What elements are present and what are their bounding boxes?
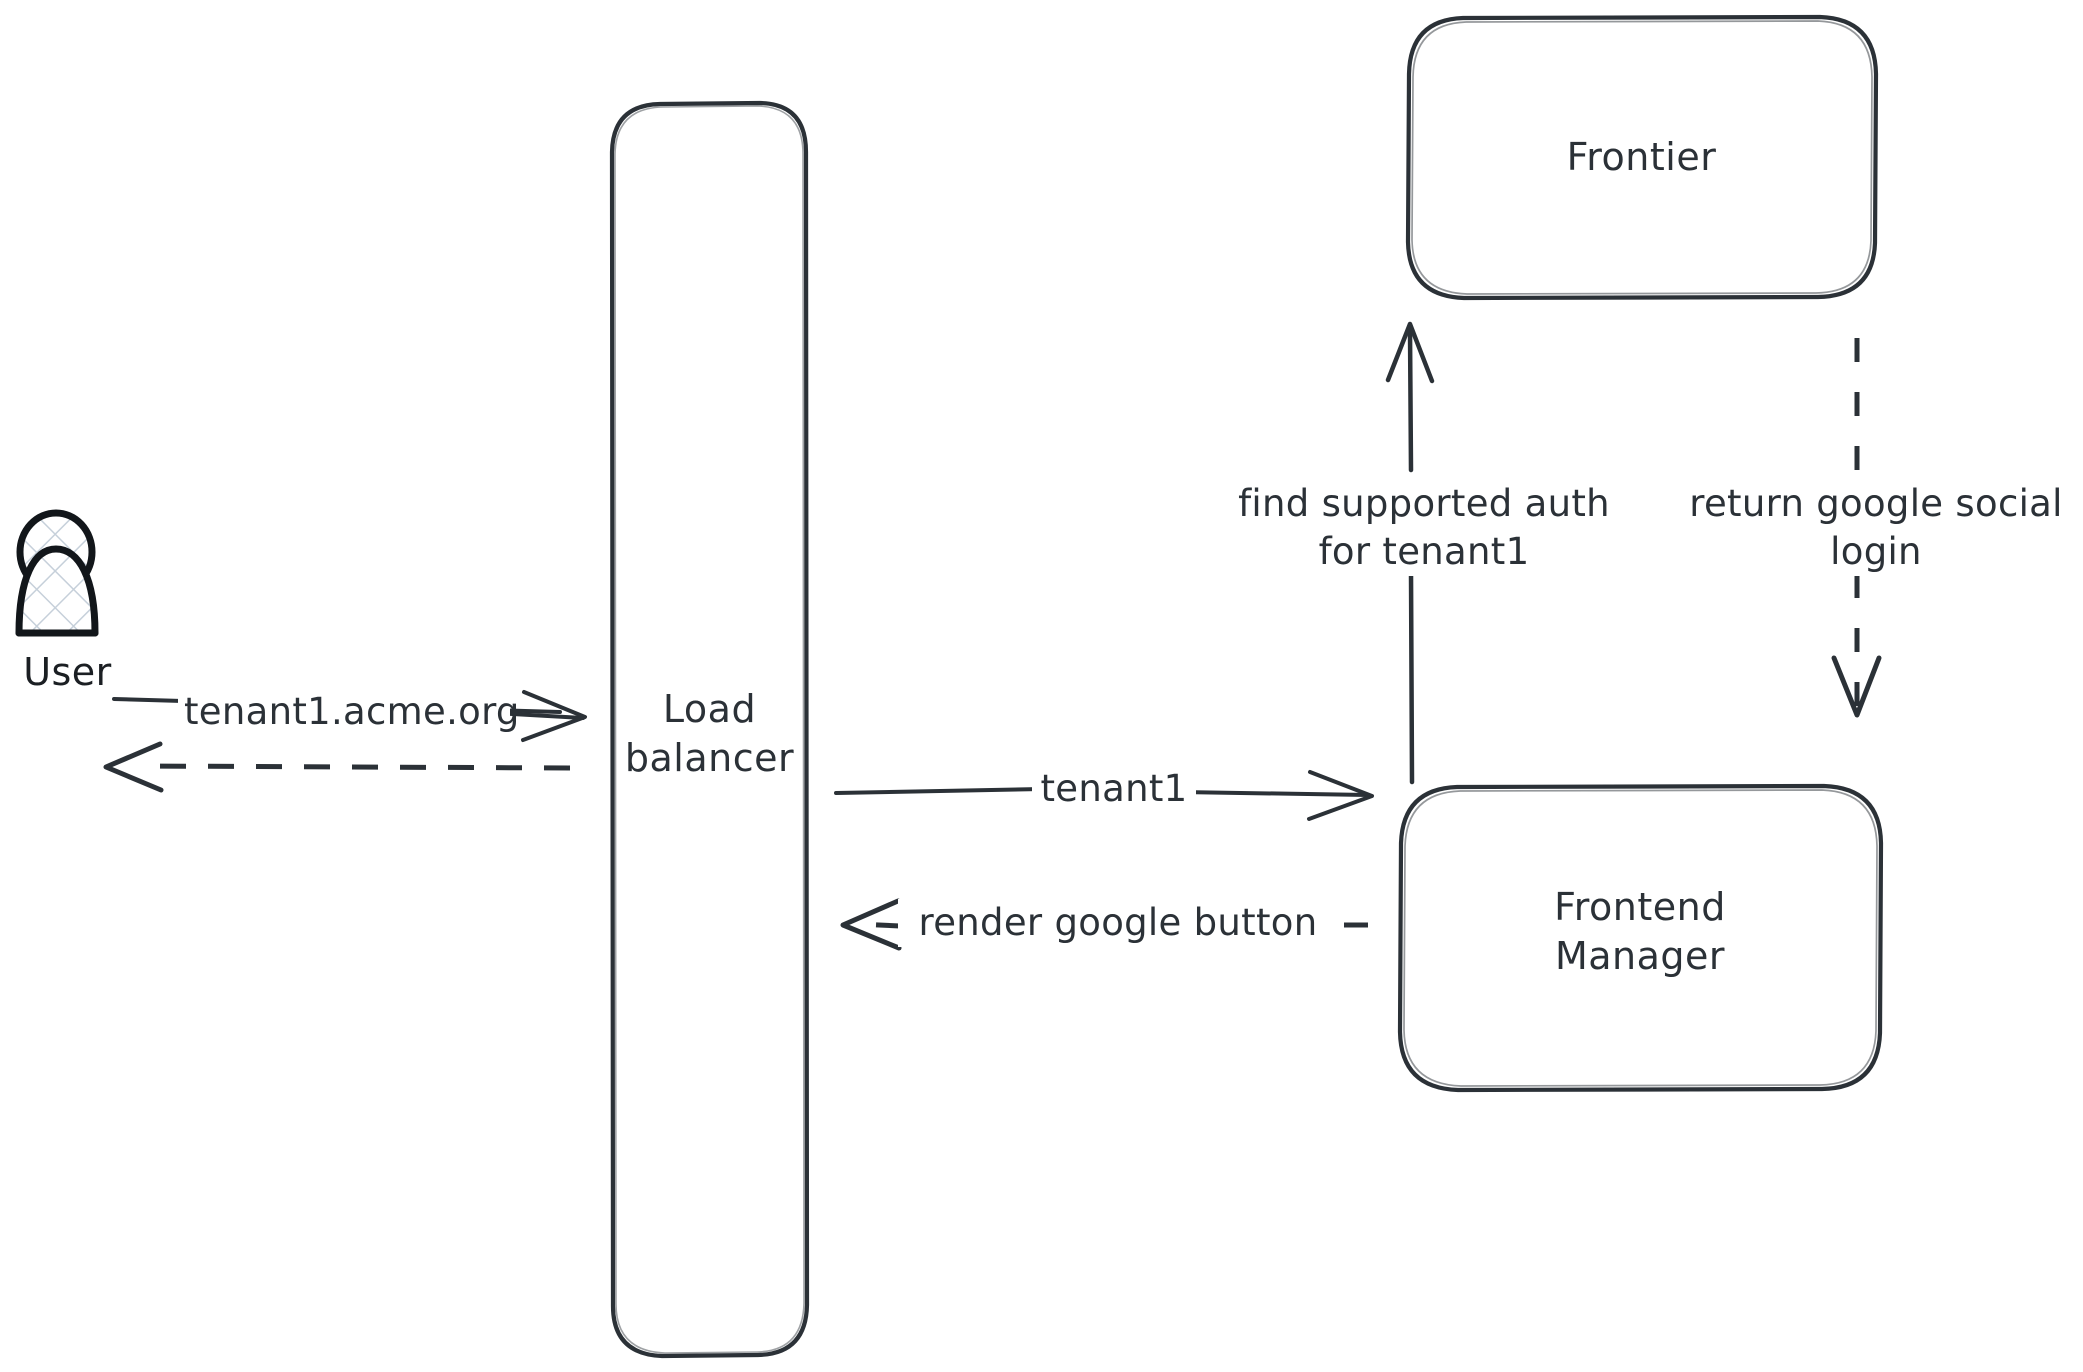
edge-fm-to-frontier — [1385, 321, 1435, 785]
user-actor-icon — [15, 509, 99, 637]
node-frontier-shape[interactable] — [1405, 14, 1879, 301]
user-actor-caption: User — [23, 650, 112, 694]
node-frontend-manager-shape[interactable] — [1397, 783, 1884, 1093]
node-load-balancer-shape[interactable] — [609, 100, 810, 1359]
edge-fm-to-lb — [840, 898, 1368, 951]
edge-frontier-to-fm — [1831, 338, 1882, 718]
edge-lb-to-fm — [834, 770, 1374, 821]
edge-lb-to-user — [103, 741, 571, 793]
